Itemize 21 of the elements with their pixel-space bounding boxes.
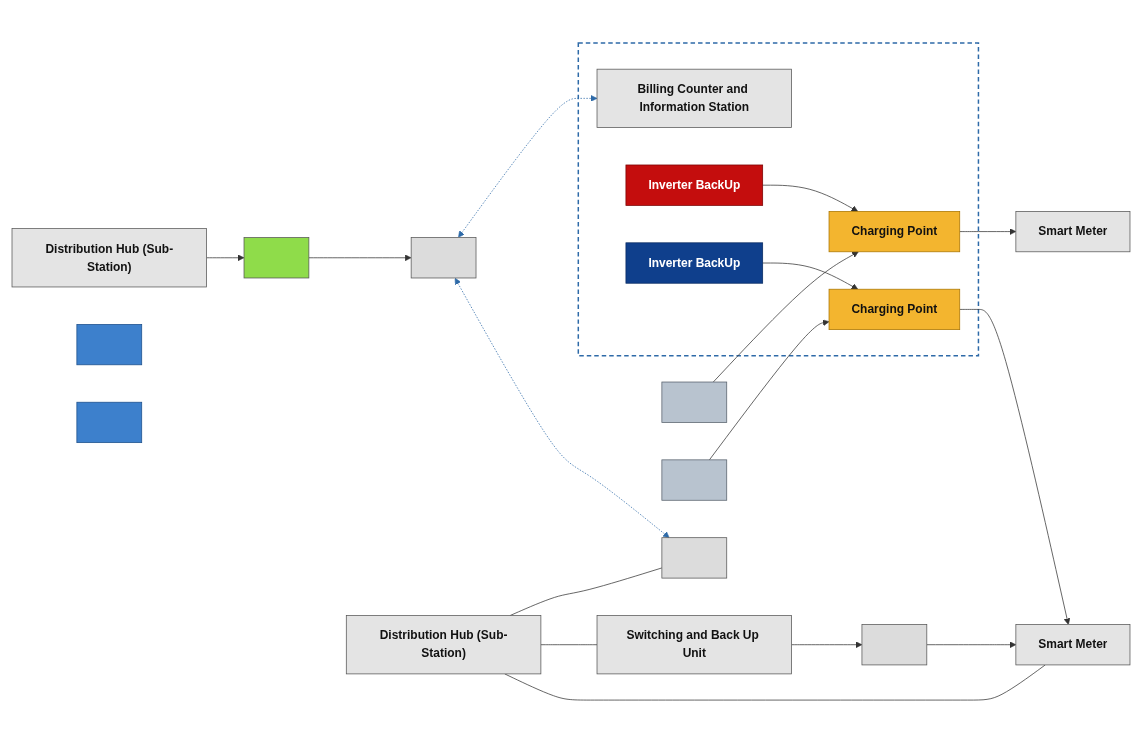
connector bbox=[504, 664, 1046, 701]
node-box: Smart Meter bbox=[1015, 210, 1131, 253]
node-box bbox=[661, 381, 728, 423]
node-box: Distribution Hub (Sub-Station) bbox=[345, 615, 542, 675]
node-box: Billing Counter and Information Station bbox=[596, 68, 792, 128]
node-box bbox=[661, 537, 728, 579]
node-box: Smart Meter bbox=[1015, 624, 1131, 666]
connector bbox=[540, 644, 598, 646]
node-box: Inverter BackUp bbox=[625, 242, 764, 284]
node-box: Charging Point bbox=[828, 288, 961, 330]
node-box: Distribution Hub (Sub-Station) bbox=[11, 228, 207, 288]
node-box bbox=[661, 459, 728, 501]
node-box: Inverter BackUp bbox=[625, 164, 764, 206]
node-box bbox=[76, 323, 143, 366]
node-box: Charging Point bbox=[828, 210, 961, 253]
node-box: Switching and Back Up Unit bbox=[596, 615, 792, 675]
node-box bbox=[861, 624, 928, 666]
node-box bbox=[243, 237, 310, 279]
node-box bbox=[76, 401, 143, 443]
cluster bbox=[577, 42, 980, 357]
node-box bbox=[410, 237, 477, 279]
